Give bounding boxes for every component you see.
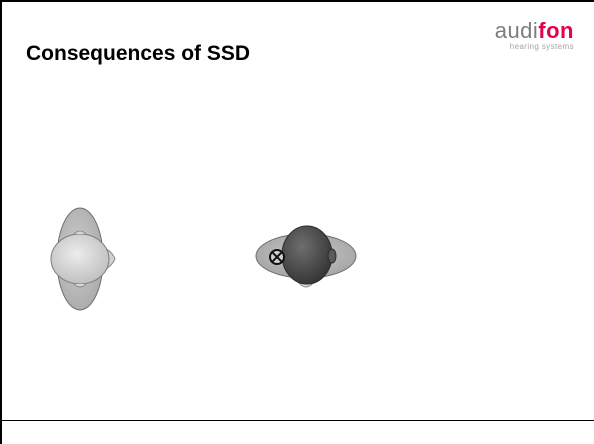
- audifon-logo: audifon hearing systems: [495, 20, 574, 51]
- head-shape: [50, 233, 110, 285]
- footer-divider: [2, 420, 594, 421]
- head-shape: [281, 225, 333, 285]
- head-hearing-field-figure: [46, 206, 122, 312]
- ear-right-shape: [327, 248, 337, 264]
- head-hearing-field-icon: [50, 207, 116, 311]
- logo-wordmark-audi: audi: [494, 18, 539, 43]
- logo-tagline: hearing systems: [509, 42, 574, 51]
- logo-wordmark-fon: fon: [538, 18, 574, 43]
- logo-wordmark: audifon: [495, 20, 574, 42]
- ear-bottom-shape: [73, 283, 87, 288]
- head-one-sided-hearing-figure: [254, 222, 358, 294]
- ear-top-shape: [73, 230, 87, 235]
- slide-title: Consequences of SSD: [26, 42, 251, 65]
- head-one-sided-hearing-icon: [255, 225, 357, 288]
- deaf-ear-icon: [269, 249, 285, 265]
